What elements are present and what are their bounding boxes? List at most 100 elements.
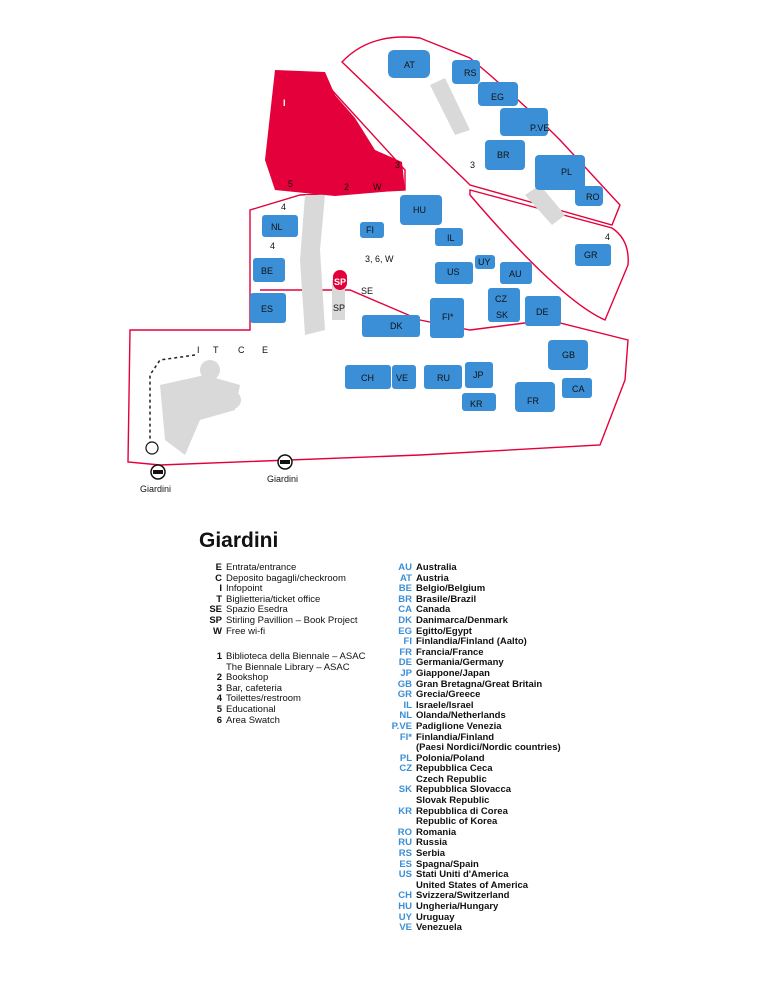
legend-row: United States of America (370, 880, 561, 892)
stirling-pavilion[interactable] (333, 270, 347, 290)
legend-key: FI (403, 636, 412, 648)
legend-text: Infopoint (226, 583, 263, 595)
legend-key: 2 (216, 672, 222, 684)
legend-key: ES (399, 858, 412, 870)
legend-text: Polonia/Poland (416, 752, 485, 764)
legend-key: FI* (399, 731, 412, 743)
legend-key: RS (398, 848, 412, 860)
legend-key: KR (398, 805, 412, 817)
label-toilet-b: 4 (270, 241, 275, 251)
label-ch: CH (361, 373, 374, 383)
legend-row: (Paesi Nordici/Nordic countries) (370, 742, 561, 754)
pavilion-rs[interactable] (452, 60, 480, 84)
vaporetto-label-right: Giardini (267, 474, 298, 484)
label-ru: RU (437, 373, 450, 383)
bike-icon (145, 441, 159, 455)
legend-key: P.VE (391, 720, 412, 732)
pavilion-ve[interactable] (392, 365, 416, 389)
label-ve: VE (396, 373, 408, 383)
label-sp: SP (333, 303, 345, 313)
legend-text: Russia (416, 837, 448, 849)
legend-text: Toilettes/restroom (226, 693, 301, 705)
legend-key: SE (209, 604, 222, 616)
legend-row: RS Serbia (370, 848, 561, 860)
legend-key: EG (398, 625, 412, 637)
pavilion-pl[interactable] (535, 155, 585, 190)
legend-row: ES Spagna/Spain (370, 858, 561, 871)
label-bookshop: 2 (344, 182, 349, 192)
pavilion-ro[interactable] (575, 186, 603, 206)
label-gb: GB (562, 350, 575, 360)
legend-text: Free wi-fi (226, 625, 266, 637)
pavilion-br[interactable] (485, 140, 525, 170)
label-checkroom: C (238, 345, 245, 355)
pavilion-au[interactable] (500, 262, 532, 284)
pavilion-hu[interactable] (400, 195, 442, 225)
pavilion-gb[interactable] (548, 340, 588, 370)
legend-key: C (215, 572, 222, 584)
legend-row: FI*Finlandia/Finland (370, 731, 561, 744)
legend-text: Serbia (416, 848, 446, 860)
pavilion-il[interactable] (435, 228, 463, 246)
pavilion-fistar[interactable] (430, 298, 464, 338)
legend-text: Biblioteca della Biennale – ASAC (226, 651, 366, 662)
legend-key: AU (398, 562, 412, 573)
legend-text: Padiglione Venezia (416, 720, 502, 732)
label-fr: FR (527, 396, 539, 406)
label-pve: P.VE (530, 123, 549, 133)
legend-text: Spagna/Spain (416, 858, 479, 870)
pavilion-pve[interactable] (500, 108, 548, 136)
vaporetto-stop-right[interactable] (277, 454, 293, 470)
pavilions (250, 50, 611, 412)
pavilion-gr[interactable] (575, 244, 611, 266)
pavilion-at[interactable] (388, 50, 430, 78)
legend-text: Gran Bretagna/Great Britain (416, 678, 543, 690)
vaporetto-stop-left[interactable] (150, 464, 166, 480)
pavilion-cz[interactable] (488, 288, 520, 322)
legend-text: Biglietteria/ticket office (226, 593, 321, 605)
pavilion-dk[interactable] (362, 315, 420, 337)
legend-key: RU (398, 837, 412, 849)
legend-text: Repubblica Slovacca (416, 784, 512, 796)
legend-text: Repubblica Ceca (416, 763, 493, 775)
pavilion-be[interactable] (253, 258, 285, 282)
boat-icon (280, 460, 290, 464)
label-be: BE (261, 266, 273, 276)
pavilion-uy[interactable] (475, 255, 495, 269)
pavilion-fi[interactable] (360, 222, 384, 238)
pavilion-nl[interactable] (262, 215, 298, 237)
legend-text: Venezuela (416, 922, 462, 934)
pavilion-fr[interactable] (515, 382, 555, 412)
legend-key: 5 (216, 703, 222, 715)
pavilion-ca[interactable] (562, 378, 592, 398)
pavilion-kr[interactable] (462, 393, 496, 411)
legend-text: Spazio Esedra (226, 604, 288, 616)
label-ca: CA (572, 384, 585, 394)
pavilion-ru[interactable] (424, 365, 462, 389)
legend-key: RO (397, 826, 412, 838)
pavilion-jp[interactable] (465, 362, 493, 388)
legend-text: Czech Republic (416, 773, 487, 785)
legend-key: CA (398, 604, 412, 616)
pavilion-us[interactable] (435, 262, 473, 284)
label-il: IL (447, 233, 455, 243)
label-educational: 5 (288, 179, 293, 189)
pavilion-de[interactable] (525, 296, 561, 326)
pavilion-es[interactable] (250, 293, 286, 323)
pavilion-eg[interactable] (478, 82, 518, 106)
legend-text: Olanda/Netherlands (416, 710, 506, 722)
legend-text: Stati Uniti d'America (416, 869, 509, 881)
legend-key: HU (398, 901, 412, 912)
label-jp: JP (473, 370, 484, 380)
pavilion-ch[interactable] (345, 365, 391, 389)
